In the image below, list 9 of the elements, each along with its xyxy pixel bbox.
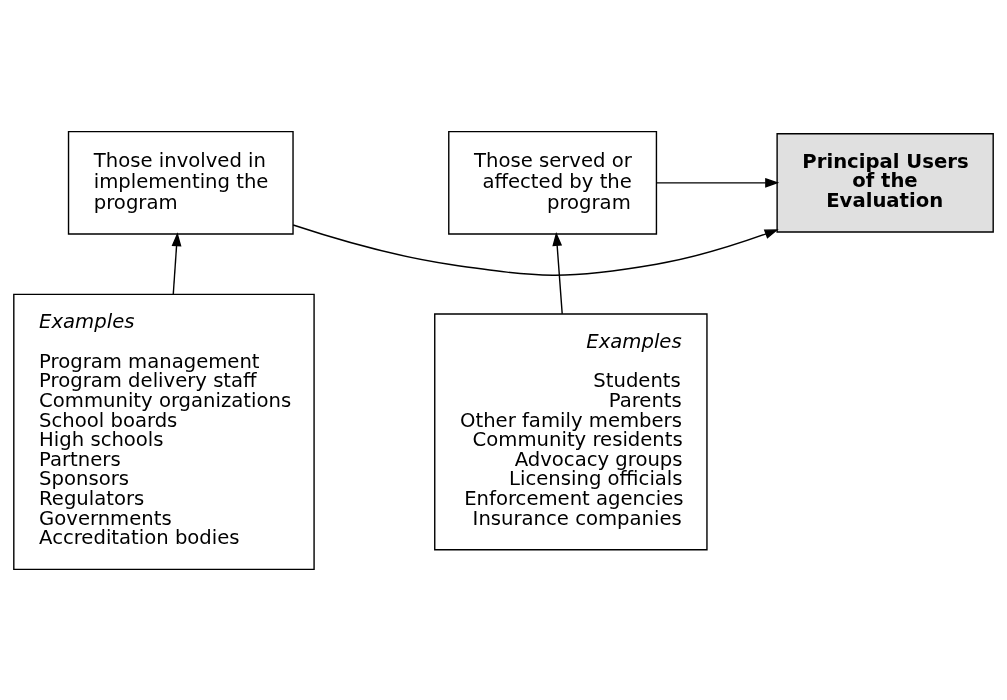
arrow <box>552 231 563 315</box>
node-box: Those served or affected by the program <box>448 130 658 235</box>
node-box: Examples Students Parents Other family members Community residents Advocacy groups Licensing officials Enforcement agencies Insurance companies <box>434 312 708 550</box>
arrow <box>171 231 182 295</box>
node-box: Those involved in implementing the program <box>67 130 294 235</box>
node-box: Examples Program management Program delivery staff Community organizations School boards High schools Partners Sponsors Regulators Governments Accreditation bodies <box>13 293 315 570</box>
arrow <box>655 177 780 188</box>
node-box: Principal Users of the Evaluation <box>776 132 994 233</box>
arrow <box>292 223 779 276</box>
